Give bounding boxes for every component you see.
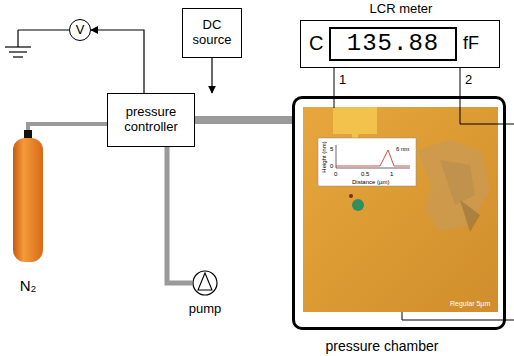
node-text: pressure chamber — [275, 339, 489, 354]
pressure-chamber: pressure chamber — [292, 96, 506, 330]
gas-cylinder: N₂ — [12, 130, 44, 262]
pump: pump — [192, 270, 218, 296]
label-text: 0.5 — [361, 171, 369, 177]
pump-symbol — [192, 270, 218, 296]
gas-pipe — [28, 124, 107, 130]
label-text: 1 — [390, 171, 393, 177]
node-text: LCR meter — [301, 2, 501, 16]
sample-photo — [303, 107, 498, 312]
lcr-display: 135.88 — [329, 27, 457, 61]
pressure-controller-box: pressure controller — [107, 93, 195, 147]
gas-pipe — [167, 147, 192, 283]
node-text: 135.88 — [347, 30, 439, 58]
label-text: Distance (µm) — [352, 179, 389, 185]
node-text: N₂ — [6, 278, 50, 295]
node-text: fF — [463, 34, 479, 54]
label-text: 5 — [330, 146, 333, 152]
node-text: C — [309, 32, 323, 54]
node-text: V — [76, 23, 85, 38]
label-text: 0 — [330, 163, 333, 169]
label-text: 2 — [465, 73, 472, 86]
height-profile-inset — [318, 138, 416, 186]
signal-wire — [91, 30, 144, 93]
voltmeter-circle: V — [69, 19, 91, 41]
lcr-meter: LCR meterCfF135.88 — [300, 20, 500, 68]
signal-wire — [334, 68, 335, 96]
gas-pipe — [195, 116, 292, 124]
gas-cylinder — [12, 130, 44, 262]
label-text: Regular 5µm — [450, 300, 490, 307]
node-text: DC source — [186, 18, 238, 48]
node-text: pump — [175, 302, 235, 316]
label-text: Height (nm) — [321, 138, 327, 176]
label-text: 1 — [339, 73, 346, 86]
label-text: 6 nm — [396, 146, 409, 152]
measurement-wire — [334, 68, 514, 320]
label-text: 0 — [334, 171, 337, 177]
dc-source-box: DC source — [182, 8, 242, 58]
node-text: pressure controller — [111, 105, 191, 135]
ground-symbol — [5, 30, 69, 57]
signal-wire — [211, 58, 212, 93]
